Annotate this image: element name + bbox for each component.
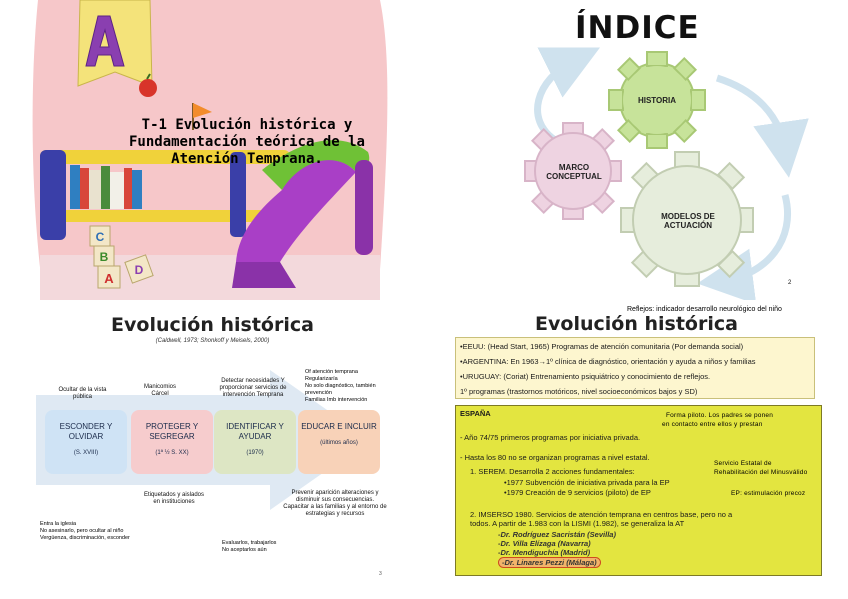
note-manicomios: Manicomios Cárcel	[140, 384, 180, 398]
note-left-bottom: Entra la iglesia No asesinarlo, pero ocu…	[40, 521, 130, 542]
note-etiquetados: Etiquetados y aislados en instituciones	[140, 492, 208, 506]
note-prevenir: Prevenir aparición alteraciones y dismin…	[283, 490, 387, 518]
page-number-3: 3	[379, 571, 382, 577]
espana-box: ESPAÑA Forma piloto. Los padres se ponen…	[455, 405, 822, 576]
stage-box-4[interactable]: EDUCAR E INCLUIR (últimos años)	[298, 410, 380, 474]
stage-sub-2: (1ª ½ S. XX)	[131, 448, 213, 458]
stage-sub-4: (últimos años)	[298, 438, 380, 448]
note-left-bottom-1: Entra la iglesia	[40, 521, 130, 528]
side-note-3: Servicio Estatal de	[714, 460, 772, 467]
gear-label-modelos: MODELOS DE ACTUACIÓN	[655, 212, 721, 230]
espana-line-2: - Hasta los 80 no se organizan programas…	[460, 453, 650, 462]
cover-title-line-3: Atención Temprana.	[122, 151, 372, 168]
doctor-3: -Dr. Mendiguchía (Madrid)	[498, 548, 590, 557]
stage-box-3[interactable]: IDENTIFICAR Y AYUDAR (1970)	[214, 410, 296, 474]
note-left-bottom-2: No asesinarlo, pero ocultar al niño	[40, 528, 130, 535]
cycle-arrow-right	[717, 78, 785, 150]
top-line-4: 1º programas (trastornos motóricos, nive…	[460, 387, 697, 396]
stage-box-1[interactable]: ESCONDER Y OLVIDAR (S. XVIII)	[45, 410, 127, 474]
side-note-2: en contacto entre ellos y prestan	[662, 421, 763, 428]
espana-line-3: 1. SEREM. Desarrolla 2 acciones fundamen…	[470, 467, 635, 476]
espana-line-5: •1979 Creación de 9 servicios (piloto) d…	[504, 488, 651, 497]
side-note-1: Forma piloto. Los padres se ponen	[666, 412, 773, 419]
doctor-2: -Dr. Villa Elízaga (Navarra)	[498, 539, 591, 548]
note-right-top-2: Regularizaría	[305, 376, 376, 383]
note-ocultar: Ocultar de la vista pública	[55, 387, 110, 401]
note-detectar: Detectar necesidades Y proporcionar serv…	[213, 378, 293, 399]
top-line-1: •EEUU: (Head Start, 1965) Programas de a…	[460, 342, 743, 351]
page-number-2: 2	[788, 280, 791, 286]
note-mid-bottom-1: Evaluarlos, trabajarlos	[222, 540, 276, 547]
block-letter-d: D	[135, 263, 144, 277]
espana-heading: ESPAÑA	[460, 409, 491, 418]
slide-3-evolucion[interactable]: Evolución histórica (Caldwell, 1973; Sho…	[0, 300, 425, 599]
espana-line-7: todos. A partir de 1.983 con la LISMI (1…	[470, 519, 684, 528]
note-right-top: Of atención temprana Regularizaría No so…	[305, 369, 376, 404]
espana-line-6: 2. IMSERSO 1980. Servicios de atención t…	[470, 510, 732, 519]
slide-2-index[interactable]: ÍNDICE	[425, 0, 848, 300]
stage-box-2[interactable]: PROTEGER Y SEGREGAR (1ª ½ S. XX)	[131, 410, 213, 474]
cover-title-line-1: T-1 Evolución histórica y	[122, 117, 372, 134]
side-note-4: Rehabilitación del Minusválido	[714, 469, 807, 476]
note-right-top-4: prevención	[305, 390, 376, 397]
block-letter-c: C	[96, 230, 105, 244]
stage-label-4: EDUCAR E INCLUIR	[298, 422, 380, 432]
slide-4-evolucion[interactable]: Reflejos: indicador desarrollo neurológi…	[425, 300, 848, 599]
stage-sub-1: (S. XVIII)	[45, 448, 127, 458]
cover-title: T-1 Evolución histórica y Fundamentación…	[122, 117, 372, 168]
slide-1-cover[interactable]: C B A D T-1 Evolución histórica y Fundam…	[0, 0, 425, 300]
note-mid-bottom-2: No aceptarlos aún	[222, 547, 276, 554]
doctor-4: -Dr. Linares Pezzi (Málaga)	[498, 557, 601, 568]
stage-sub-3: (1970)	[214, 448, 296, 458]
note-right-top-1: Of atención temprana	[305, 369, 376, 376]
slide4-title: Evolución histórica	[425, 313, 848, 335]
gear-label-historia: HISTORIA	[617, 96, 697, 105]
stage-label-2: PROTEGER Y SEGREGAR	[131, 422, 213, 442]
block-letter-b: B	[100, 250, 109, 264]
international-box: •EEUU: (Head Start, 1965) Programas de a…	[455, 337, 815, 399]
doctor-1: -Dr. Rodríguez Sacristán (Sevilla)	[498, 530, 616, 539]
top-line-3: •URUGUAY: (Coriat) Entrenamiento psiquiá…	[460, 372, 710, 381]
stage-label-1: ESCONDER Y OLVIDAR	[45, 422, 127, 442]
note-mid-bottom: Evaluarlos, trabajarlos No aceptarlos aú…	[222, 540, 276, 554]
block-letter-a: A	[104, 271, 114, 286]
stage-label-3: IDENTIFICAR Y AYUDAR	[214, 422, 296, 442]
side-note-5: EP: estimulación precoz	[731, 490, 805, 497]
cover-title-line-2: Fundamentación teórica de la	[122, 134, 372, 151]
gear-label-marco: MARCO CONCEPTUAL	[543, 163, 605, 181]
note-left-bottom-3: Vergüenza, discriminación, esconder	[40, 535, 130, 542]
note-right-top-3: No solo diagnóstico, también	[305, 383, 376, 390]
note-right-top-5: Familias Imb intervención	[305, 397, 376, 404]
reflejos-note: Reflejos: indicador desarrollo neurológi…	[627, 306, 782, 313]
espana-line-4: •1977 Subvención de iniciativa privada p…	[504, 478, 670, 487]
top-line-2: •ARGENTINA: En 1963→1º clínica de diagnó…	[460, 357, 756, 366]
gear-diagram	[425, 0, 848, 300]
espana-line-1: - Año 74/75 primeros programas por inici…	[460, 433, 640, 442]
